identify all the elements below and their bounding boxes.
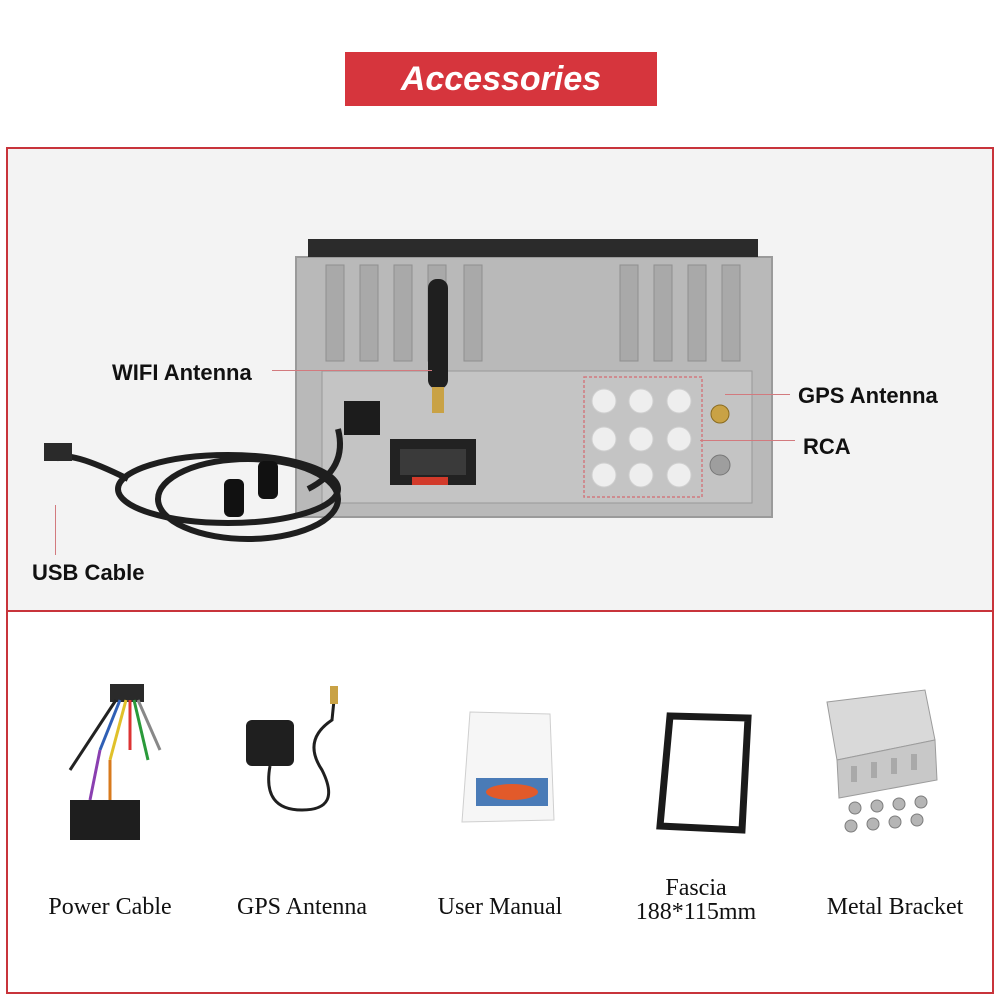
- power-cable-image: [68, 684, 162, 840]
- metal-bracket-image: [826, 689, 938, 833]
- accessory-power-cable: Power Cable: [20, 670, 200, 920]
- rca-callout: RCA: [803, 434, 851, 459]
- gps-leader-line: [725, 394, 790, 395]
- section-divider: [8, 610, 992, 612]
- gps-antenna-label: GPS Antenna: [236, 894, 367, 920]
- rca-leader-line: [700, 440, 795, 441]
- user-manual-label: User Manual: [437, 894, 563, 920]
- usb-cable-callout: USB Cable: [32, 560, 145, 585]
- gps-antenna-callout: GPS Antenna: [798, 383, 938, 408]
- wifi-leader-line: [272, 370, 432, 371]
- power-cable-label: Power Cable: [48, 894, 172, 920]
- banner-title: Accessories: [400, 59, 602, 98]
- head-unit-rear-image: [44, 239, 773, 542]
- accessory-user-manual: User Manual: [410, 670, 590, 920]
- user-manual-image: [461, 711, 555, 823]
- accessory-fascia: Fascia 188*115mm: [606, 670, 786, 924]
- fascia-size-label: 188*115mm: [635, 899, 757, 925]
- gps-antenna-image: [246, 686, 338, 812]
- usb-leader-line: [55, 505, 56, 555]
- fascia-label: Fascia: [665, 875, 727, 901]
- accessory-metal-bracket: Metal Bracket: [805, 670, 985, 920]
- wifi-antenna-callout: WIFI Antenna: [112, 360, 252, 385]
- fascia-image: [656, 712, 752, 834]
- accessories-banner: Accessories: [345, 52, 657, 106]
- metal-bracket-label: Metal Bracket: [826, 894, 964, 920]
- accessory-gps-antenna: GPS Antenna: [212, 670, 392, 920]
- accessories-frame: [6, 147, 994, 994]
